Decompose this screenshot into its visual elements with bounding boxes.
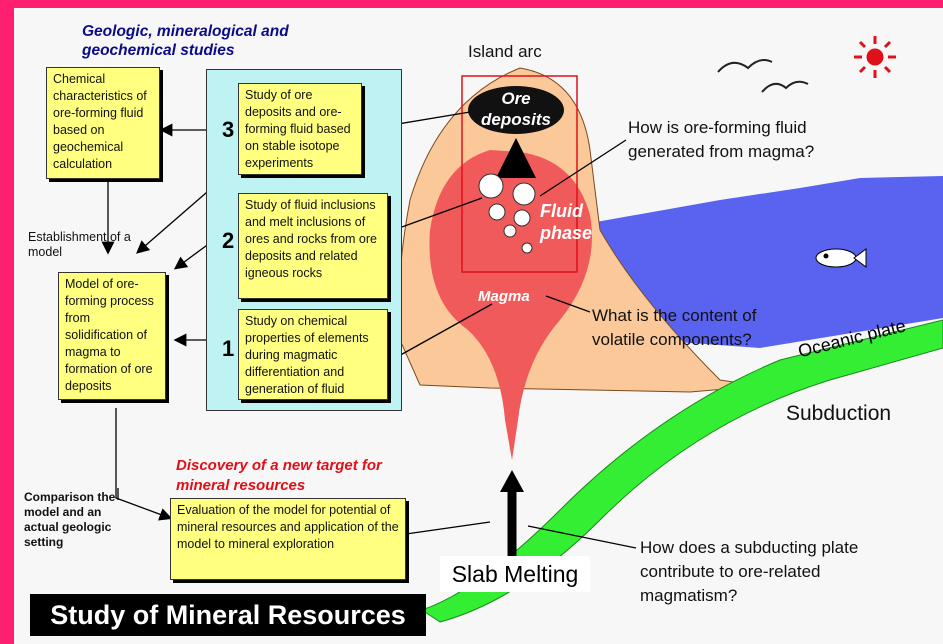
bubble (521, 242, 533, 254)
question-volatile-content: What is the content of volatile componen… (592, 306, 757, 349)
study3-text: Study of ore deposits and ore-forming fl… (245, 88, 351, 170)
evaluation-text: Evaluation of the model for potential of… (177, 503, 399, 551)
studies-title-line1: Geologic, mineralogical and (82, 23, 289, 40)
oceanic-plate (420, 319, 943, 623)
bird-drawing (761, 80, 809, 93)
magma-label: Magma (478, 288, 530, 305)
study-number-2: 2 (222, 228, 235, 253)
bubble (478, 173, 504, 199)
chemical-characteristics-box: Chemical characteristics of ore-forming … (46, 67, 160, 179)
ocean (596, 176, 943, 348)
study-number-3: 3 (222, 117, 235, 142)
sun-drawing (854, 36, 896, 78)
study1-box: Study on chemical properties of elements… (238, 309, 388, 400)
slab-melting-arrowhead (500, 470, 524, 492)
frame-top-border (0, 0, 943, 8)
bubble (503, 224, 517, 238)
bubble (488, 203, 506, 221)
evaluation-box: Evaluation of the model for potential of… (170, 498, 406, 580)
page-title: Study of Mineral Resources (30, 594, 426, 636)
study-number-1: 1 (222, 336, 235, 361)
studies-title: Geologic, mineralogical and geochemical … (82, 22, 362, 60)
ore-deposits-label: Ore deposits (481, 89, 551, 129)
study2-box: Study of fluid inclusions and melt inclu… (238, 193, 388, 299)
bird-drawing (717, 59, 773, 73)
slab-melting-label: Slab Melting (440, 556, 590, 592)
fish-drawing (815, 248, 867, 268)
ore-region-outline (461, 75, 578, 273)
question-subducting-plate: How does a subducting plate contribute t… (640, 538, 859, 605)
question-fluid-generation: How is ore-forming fluid generated from … (628, 118, 815, 161)
model-box: Model of ore-forming process from solidi… (58, 272, 166, 400)
study2-text: Study of fluid inclusions and melt inclu… (245, 198, 377, 280)
frame-left-border (0, 0, 14, 644)
discovery-label: Discovery of a new target for mineral re… (176, 457, 382, 494)
island-arc-label: Island arc (468, 42, 542, 61)
subduction-label: Subduction (786, 402, 892, 425)
comparison-label: Comparison the model and an actual geolo… (24, 490, 116, 549)
bubble (513, 209, 531, 227)
study1-text: Study on chemical properties of elements… (245, 314, 369, 396)
magma-body (429, 150, 592, 460)
establishment-label: Establishment of a model (28, 230, 131, 259)
bubble (512, 182, 536, 206)
model-text: Model of ore-forming process from solidi… (65, 277, 154, 393)
chemical-characteristics-text: Chemical characteristics of ore-forming … (53, 72, 147, 171)
fluid-phase-label: Fluid phase (540, 201, 593, 243)
ore-deposits-ellipse (468, 86, 564, 134)
studies-title-line2: geochemical studies (82, 42, 235, 59)
study3-box: Study of ore deposits and ore-forming fl… (238, 83, 362, 175)
